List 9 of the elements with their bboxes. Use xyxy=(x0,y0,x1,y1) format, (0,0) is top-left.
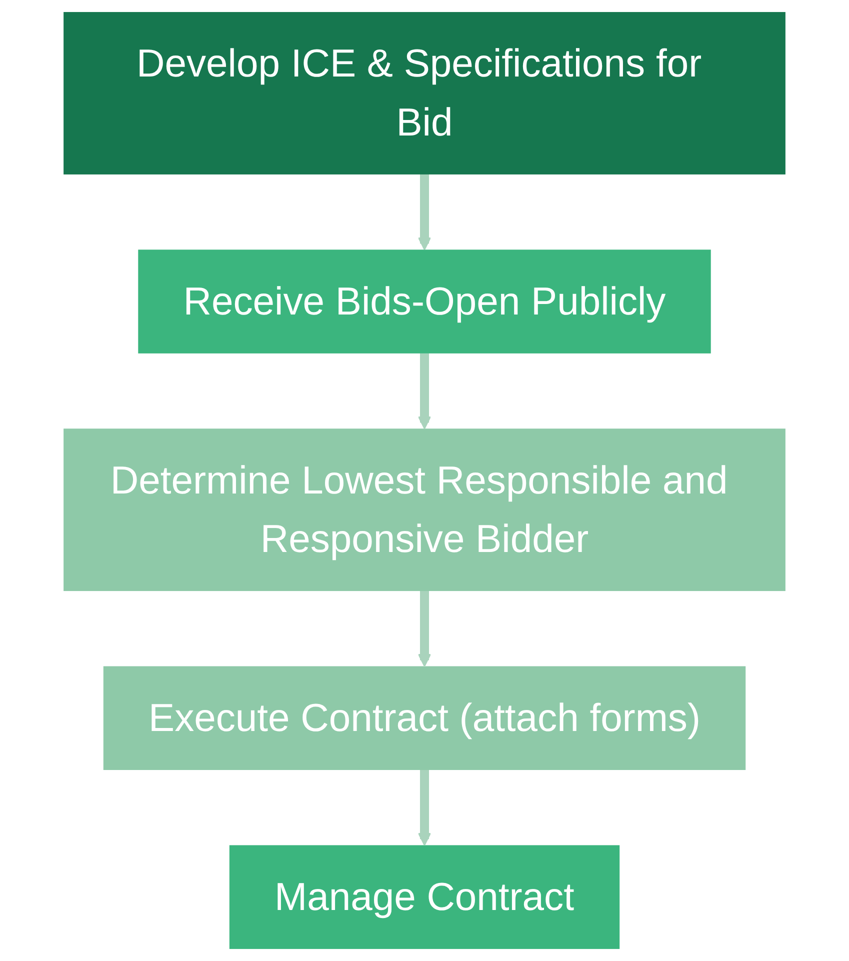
node-box: Receive Bids-Open Publicly xyxy=(138,250,711,354)
arrow xyxy=(418,353,432,430)
node-box: Execute Contract (attach forms) xyxy=(103,666,746,770)
arrow xyxy=(418,591,432,667)
arrow xyxy=(418,174,432,250)
node-box: Determine Lowest Responsible and Responsive Bidder xyxy=(64,428,786,592)
arrow xyxy=(418,770,432,846)
node-box: Manage Contract xyxy=(229,845,620,949)
node-box: Develop ICE & Specifications for Bid xyxy=(64,12,786,174)
